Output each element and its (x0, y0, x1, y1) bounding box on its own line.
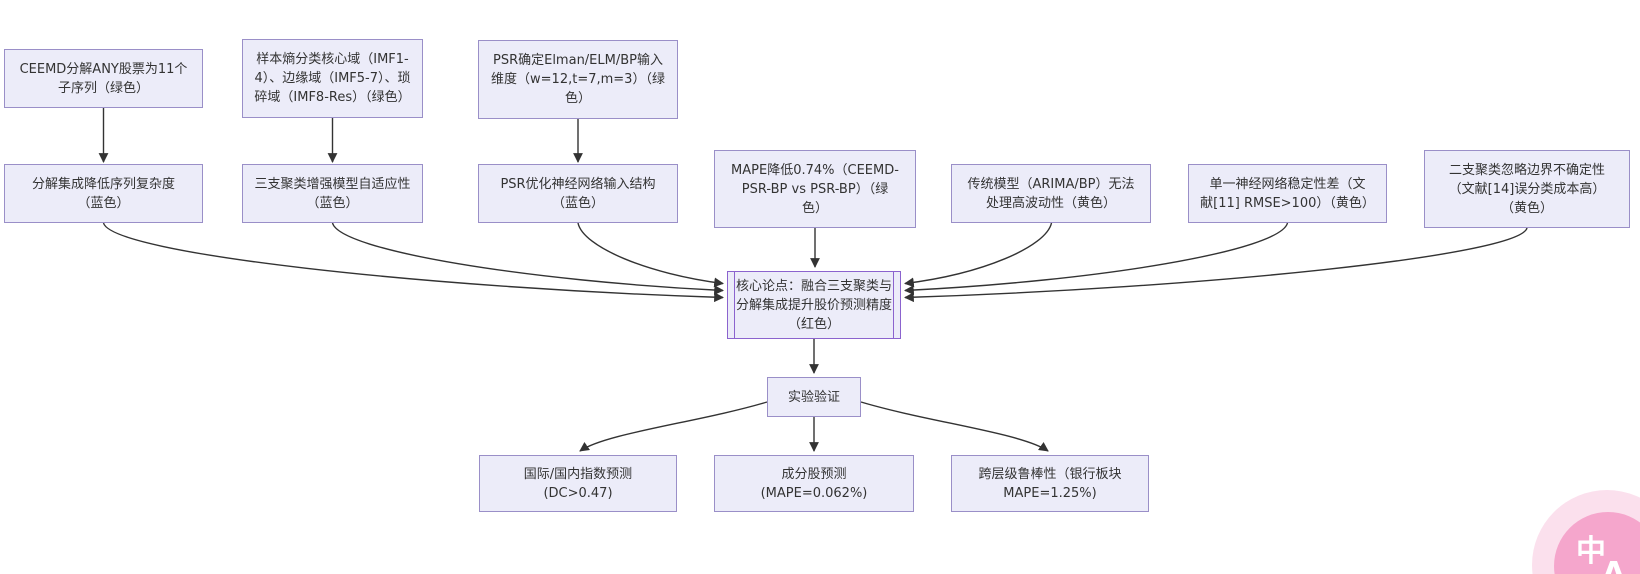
node-label-line: PSR-BP vs PSR-BP）（绿 (741, 181, 889, 197)
edge-threeway-core (331, 222, 724, 295)
edge-traditional-core (904, 222, 1053, 288)
node-cross-level-robustness-result: 跨层级鲁棒性（银行板块 MAPE=1.25%) (951, 455, 1149, 512)
node-label-line: 国际/国内指数预测 (523, 466, 633, 482)
node-label-line: （黄色） (1500, 200, 1553, 216)
node-label-line: 分解集成降低序列复杂度 (31, 176, 175, 192)
edge-twoway-core (904, 227, 1528, 303)
node-experimental-validation: 实验验证 (767, 377, 861, 417)
node-index-prediction-result: 国际/国内指数预测 (DC>0.47) (479, 455, 677, 512)
node-mape-reduction: MAPE降低0.74%（CEEMD- PSR-BP vs PSR-BP）（绿色） (714, 150, 916, 228)
node-psr-optimization-benefit: PSR优化神经网络输入结构 （蓝色） (478, 164, 678, 223)
node-label-line: 子序列（绿色） (57, 80, 149, 96)
node-label-line: PSR确定Elman/ELM/BP输入 (492, 53, 663, 68)
edge-singlenn-core (904, 222, 1289, 295)
node-label-line: 维度（w=12,t=7,m=3）（绿 (491, 72, 665, 87)
node-label-line: 色） (564, 91, 591, 106)
edge-experiment-indexpred (579, 401, 768, 452)
node-core-thesis: 核心论点：融合三支聚类与分解集成提升股价预测精度 （红色） (727, 271, 901, 339)
node-label-line: 样本熵分类核心域（IMF1- (256, 52, 409, 67)
node-sample-entropy-domains: 样本熵分类核心域（IMF1- 4）、边缘域（IMF5-7）、琐碎域（IMF8-Re… (242, 39, 423, 118)
node-label-line: （蓝色） (77, 195, 130, 211)
node-decomposition-benefit: 分解集成降低序列复杂度 （蓝色） (4, 164, 203, 223)
node-label-line: 处理高波动性（黄色） (985, 195, 1116, 211)
node-label-line: (MAPE=0.062%) (760, 485, 868, 501)
node-label-line: （红色） (787, 316, 840, 332)
node-single-nn-limitation: 单一神经网络稳定性差（文献[11] RMSE>100）（黄色） (1188, 164, 1387, 223)
node-label-line: 分解集成提升股价预测精度 (735, 297, 892, 313)
edge-experiment-robustness (860, 401, 1049, 452)
node-label-line: 献[11] RMSE>100）（黄色） (1200, 195, 1375, 211)
node-label-line: 传统模型（ARIMA/BP）无法 (967, 176, 1135, 192)
node-label-line: PSR优化神经网络输入结构 (500, 176, 656, 192)
node-two-way-clustering-limitation: 二支聚类忽略边界不确定性 （文献[14]误分类成本高） （黄色） (1424, 150, 1630, 228)
node-three-way-clustering-benefit: 三支聚类增强模型自适应性 （蓝色） (242, 164, 423, 223)
translate-button[interactable]: 中 A (1554, 512, 1640, 574)
node-label-line: （蓝色） (551, 195, 604, 211)
node-label-line: CEEMD分解ANY股票为11个 (19, 61, 188, 77)
node-label-line: (DC>0.47) (543, 485, 613, 501)
node-label-line: （文献[14]误分类成本高） (1448, 181, 1606, 197)
node-component-stock-result: 成分股预测 (MAPE=0.062%) (714, 455, 914, 512)
edge-psropt-core (577, 222, 724, 288)
node-psr-input-dimension: PSR确定Elman/ELM/BP输入维度（w=12,t=7,m=3）（绿色） (478, 40, 678, 119)
node-label-line: 三支聚类增强模型自适应性 (254, 176, 411, 192)
node-label-line: 碎域（IMF8-Res）（绿色） (254, 90, 411, 105)
node-label-line: MAPE降低0.74%（CEEMD- (731, 162, 899, 178)
translate-zh-glyph: 中 (1576, 534, 1606, 569)
edge-decomp-core (102, 222, 724, 303)
node-ceemd-decomposition: CEEMD分解ANY股票为11个子序列（绿色） (4, 49, 203, 108)
node-label-line: 核心论点：融合三支聚类与 (735, 278, 892, 294)
translate-en-glyph: A (1602, 556, 1626, 574)
node-label-line: 跨层级鲁棒性（银行板块 (978, 466, 1122, 482)
node-label-line: 4）、边缘域（IMF5-7）、琐 (254, 71, 411, 86)
node-traditional-model-limitation: 传统模型（ARIMA/BP）无法处理高波动性（黄色） (951, 164, 1151, 223)
node-label-line: 色） (801, 200, 828, 216)
node-label-line: 二支聚类忽略边界不确定性 (1448, 162, 1605, 178)
node-label-line: 实验验证 (787, 389, 840, 405)
node-label-line: （蓝色） (306, 195, 359, 211)
node-label-line: 单一神经网络稳定性差（文 (1209, 176, 1366, 192)
node-label-line: MAPE=1.25%) (1003, 485, 1097, 501)
node-label-line: 成分股预测 (781, 466, 847, 482)
